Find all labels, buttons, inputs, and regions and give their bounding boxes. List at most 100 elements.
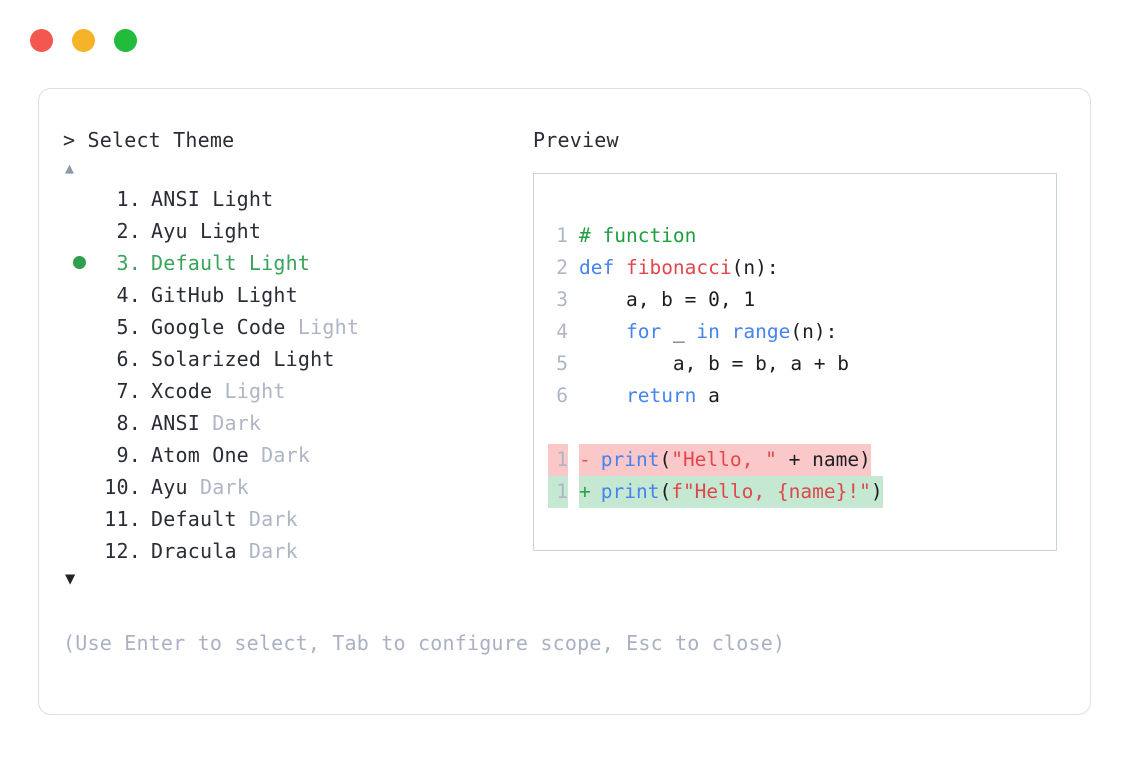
theme-item-name: Ayu [151,475,188,499]
code-token: (n): [790,320,838,343]
scroll-down-icon[interactable]: ▼ [65,569,76,589]
code-token: a, b = b, a + b [579,352,850,375]
dialog-card: > Select Theme ▲ 1.ANSI Light 2. Ayu Ligh… [38,88,1091,715]
theme-item-number: 11. [104,507,141,531]
prompt-label: > Select Theme [63,128,235,152]
code-token: a [708,384,720,407]
code-token: + name) [776,448,871,471]
theme-item-number: 7. [104,379,141,403]
code-text: - print("Hello, " + name) [579,444,871,476]
theme-list-item[interactable]: 1.ANSI Light [63,183,533,215]
code-token: return [625,384,709,407]
diff-line-add: 1+ print(f"Hello, {name}!") [548,476,1056,508]
code-line: 4 for _ in range(n): [548,316,1056,348]
theme-item-name: ANSI [151,411,200,435]
theme-item-number: 4. [104,283,141,307]
theme-item-number: 9. [104,443,141,467]
code-token: # function [579,224,697,247]
theme-list-item[interactable]: 5. Google Code Light [63,311,533,343]
theme-list[interactable]: 1.ANSI Light 2. Ayu Light 3. Default Light… [63,183,533,567]
code-token: a, b = 0, 1 [579,288,756,311]
theme-item-number: 10. [104,475,141,499]
theme-item-mode: Light [212,379,286,403]
scroll-up-icon[interactable]: ▲ [65,159,75,177]
theme-list-item[interactable]: 6. Solarized Light [63,343,533,375]
theme-list-item[interactable]: 10.Ayu Dark [63,471,533,503]
theme-item-mode: Dark [199,411,262,435]
theme-list-item[interactable]: 4.GitHub Light [63,279,533,311]
theme-item-mode: Dark [248,443,311,467]
code-token: in [696,320,732,343]
line-number: 1 [556,224,568,247]
theme-item-name: Atom One [151,443,249,467]
theme-list-item[interactable]: 3. Default Light [63,247,533,279]
code-token [579,320,626,343]
theme-item-name: Dracula [151,539,237,563]
code-token [579,384,626,407]
line-number: 1 [548,476,568,508]
code-token: f"Hello, [671,480,777,503]
code-line: 1 # function [548,220,1056,252]
theme-list-item[interactable]: 7. Xcode Light [63,375,533,407]
theme-list-item[interactable]: 11. Default Dark [63,503,533,535]
theme-item-name: Google Code [151,315,286,339]
theme-item-number: 8. [104,411,141,435]
diff-line-del: 1- print("Hello, " + name) [548,444,1056,476]
code-token: fibonacci [625,256,732,279]
theme-item-mode: Light [285,315,360,339]
code-token: "Hello, " [671,448,777,471]
code-token: ( [659,480,672,503]
selection-indicator [63,256,95,270]
theme-list-panel: > Select Theme ▲ 1.ANSI Light 2. Ayu Ligh… [63,127,533,590]
code-line: 2 def fibonacci(n): [548,252,1056,284]
theme-item-mode: Dark [236,539,298,563]
theme-item-name: ANSI Light [151,187,274,211]
code-text: a, b = b, a + b [579,348,849,380]
code-token: print [600,480,660,503]
code-token: !" [847,480,871,503]
theme-list-item[interactable]: 8. ANSI Dark [63,407,533,439]
keyboard-hint: (Use Enter to select, Tab to configure s… [63,631,786,655]
code-token: range [731,320,791,343]
diff-block: 1- print("Hello, " + name)1+ print(f"Hel… [548,444,1056,508]
theme-item-number: 3. [104,251,141,275]
theme-list-item[interactable]: 12.Dracula Dark [63,535,533,567]
theme-item-name: Solarized Light [151,347,335,371]
theme-item-name: Default Light [151,251,311,275]
minimize-icon[interactable] [72,29,95,52]
code-token: for [625,320,673,343]
code-line: 3 a, b = 0, 1 [548,284,1056,316]
code-line: 6 return a [548,380,1056,412]
theme-item-name: Xcode [151,379,213,403]
theme-list-item[interactable]: 9. Atom One Dark [63,439,533,471]
theme-item-name: Ayu Light [151,219,262,243]
window-traffic-lights [30,29,137,52]
close-icon[interactable] [30,29,53,52]
theme-item-number: 2. [104,219,141,243]
theme-item-number: 5. [104,315,141,339]
code-text: a, b = 0, 1 [579,284,755,316]
selected-bullet-icon [72,256,86,269]
theme-item-number: 6. [104,347,141,371]
code-token: print [600,448,660,471]
line-number: 4 [556,320,568,343]
theme-list-item[interactable]: 2. Ayu Light [63,215,533,247]
diff-sign: + [579,480,591,503]
line-number: 2 [556,256,568,279]
line-number: 5 [556,352,568,375]
code-text: # function [579,220,696,252]
code-text: for _ in range(n): [579,316,837,348]
maximize-icon[interactable] [114,29,137,52]
code-text: return a [579,380,720,412]
theme-item-name: Default [151,507,237,531]
line-number: 3 [556,288,568,311]
code-token: def [579,256,626,279]
theme-item-mode: Dark [236,507,298,531]
code-token: {name} [776,480,848,503]
code-token: (n): [731,256,779,279]
line-number: 6 [556,384,568,407]
